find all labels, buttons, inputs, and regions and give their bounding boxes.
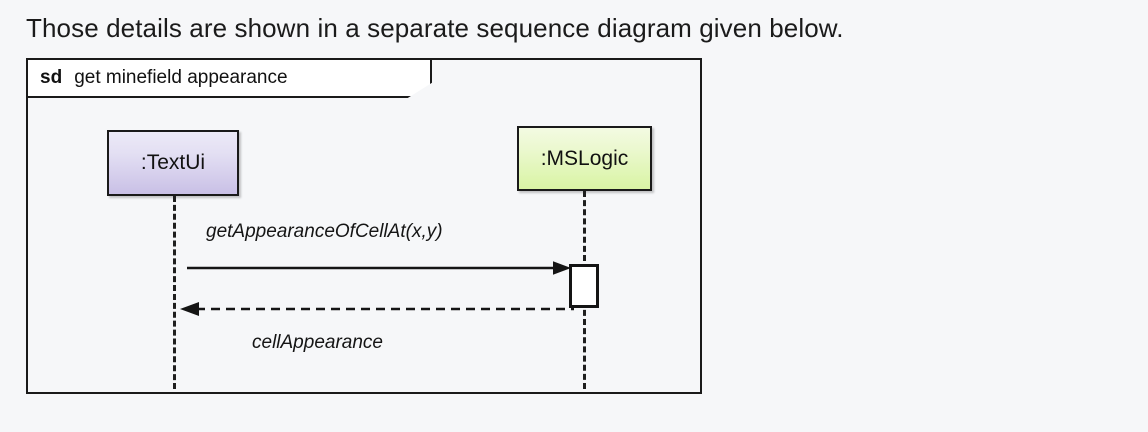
message-label-return: cellAppearance — [252, 332, 383, 353]
lifeline-label-textui: :TextUi — [140, 151, 206, 174]
frame-keyword: sd — [40, 67, 63, 88]
call-arrow-head — [553, 261, 571, 275]
lifeline-label-mslogic: :MSLogic — [540, 146, 629, 170]
message-arrow-return — [180, 302, 574, 316]
return-arrow-head — [180, 302, 199, 316]
lifeline-head-mslogic[interactable]: :MSLogic — [517, 126, 652, 191]
caption-text: Those details are shown in a separate se… — [26, 13, 844, 43]
frame-label-tab: sd get minefield appearance — [28, 60, 432, 98]
lifeline-head-textui[interactable]: :TextUi — [107, 130, 239, 196]
message-label-call: getAppearanceOfCellAt(x,y) — [206, 221, 443, 242]
sequence-diagram-frame: sd get minefield appearance :TextUi :MSL… — [26, 58, 702, 394]
lifeline-dashed-textui — [173, 196, 176, 389]
message-arrow-call — [187, 261, 571, 275]
frame-name: get minefield appearance — [74, 67, 288, 88]
activation-bar-mslogic — [569, 264, 599, 308]
